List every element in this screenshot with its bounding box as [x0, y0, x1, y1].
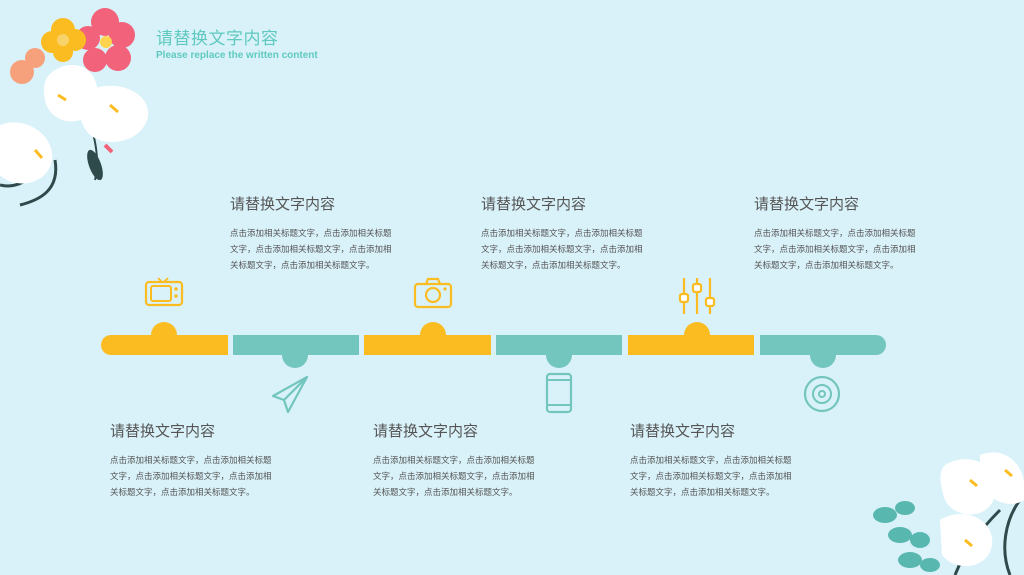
timeline-knob-2 — [282, 342, 308, 368]
page-subtitle: Please replace the written content — [156, 50, 318, 61]
flower-decoration-top-left — [0, 8, 149, 207]
timeline-knob-5 — [684, 322, 710, 348]
timeline-knob-6 — [810, 342, 836, 368]
flower-decoration-bottom-right — [873, 452, 1024, 575]
item-title-1: 请替换文字内容 — [230, 195, 336, 213]
item-title-5: 请替换文字内容 — [754, 195, 860, 213]
timeline-knob-1 — [151, 322, 177, 348]
item-text-1: 点击添加相关标题文字，点击添加相关标题 文字，点击添加相关标题文字，点击添加相 … — [230, 229, 392, 271]
timeline-knob-4 — [546, 342, 572, 368]
page-title: 请替换文字内容 — [156, 29, 279, 49]
item-text-3: 点击添加相关标题文字，点击添加相关标题 文字，点击添加相关标题文字，点击添加相 … — [481, 229, 643, 271]
disc-icon — [803, 375, 841, 413]
item-text-6: 点击添加相关标题文字，点击添加相关标题 文字，点击添加相关标题文字，点击添加相 … — [630, 456, 792, 498]
sliders-icon — [678, 278, 716, 314]
item-text-4: 点击添加相关标题文字，点击添加相关标题 文字，点击添加相关标题文字，点击添加相 … — [373, 456, 535, 498]
paper-plane-icon — [271, 375, 309, 414]
item-text-5: 点击添加相关标题文字，点击添加相关标题 文字，点击添加相关标题文字，点击添加相 … — [754, 229, 916, 271]
item-title-4: 请替换文字内容 — [373, 422, 479, 440]
item-title-3: 请替换文字内容 — [481, 195, 587, 213]
item-title-6: 请替换文字内容 — [630, 422, 736, 440]
item-title-2: 请替换文字内容 — [110, 422, 216, 440]
item-text-2: 点击添加相关标题文字，点击添加相关标题 文字，点击添加相关标题文字，点击添加相 … — [110, 456, 272, 498]
tv-icon — [144, 277, 184, 307]
phone-icon — [545, 372, 573, 414]
timeline-knob-3 — [420, 322, 446, 348]
camera-icon — [413, 277, 453, 309]
